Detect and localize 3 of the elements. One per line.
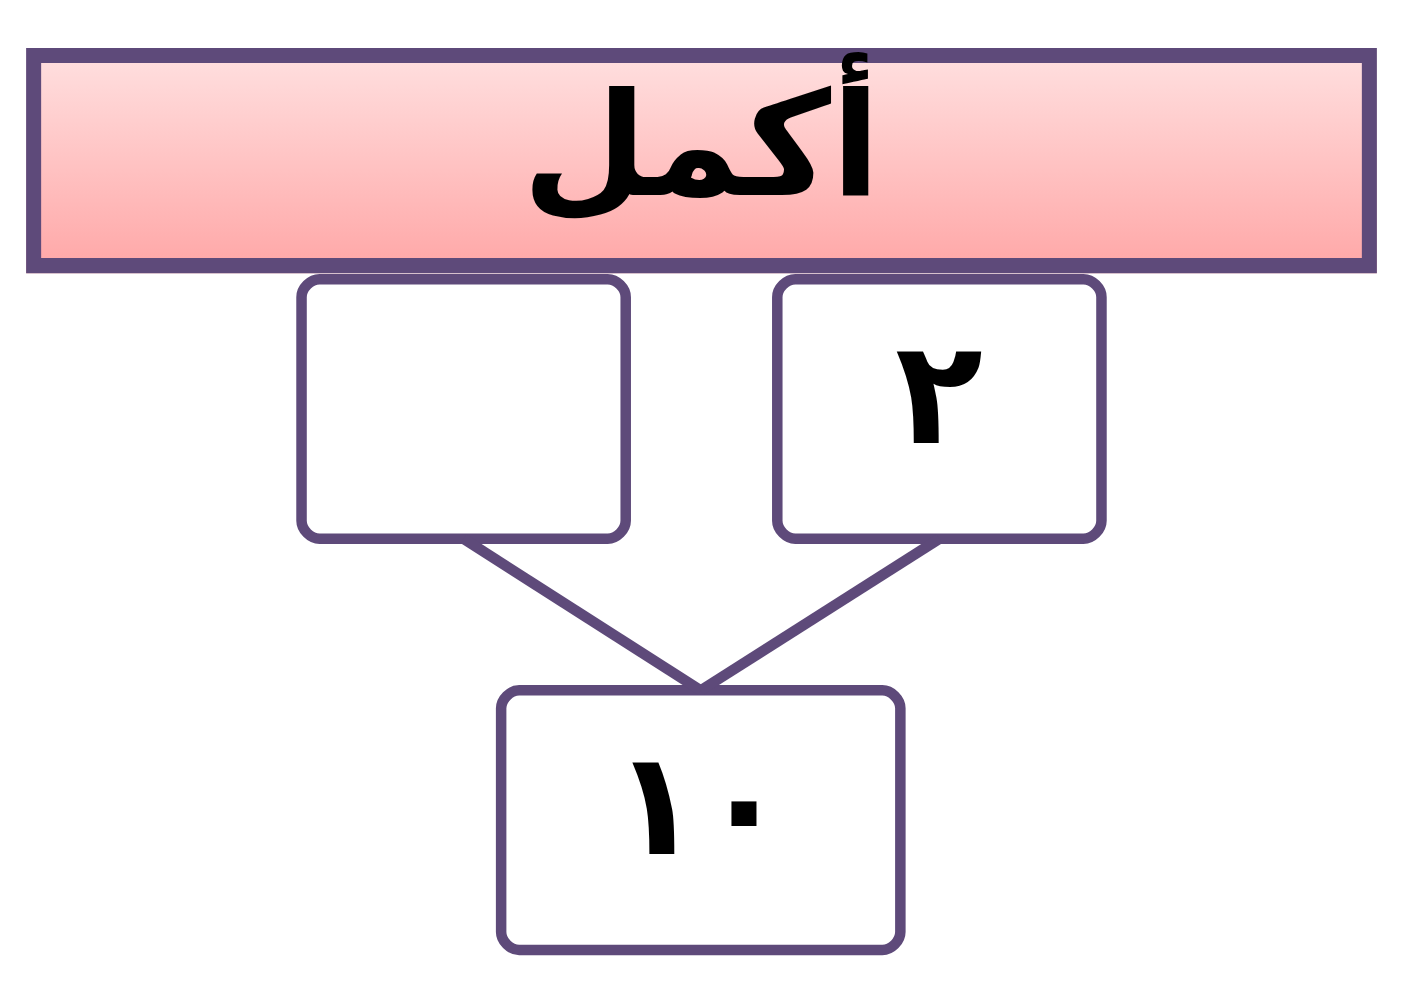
node-box: ٢ — [772, 273, 1107, 545]
node-box — [296, 273, 631, 545]
node-box: ١٠ — [495, 685, 906, 956]
